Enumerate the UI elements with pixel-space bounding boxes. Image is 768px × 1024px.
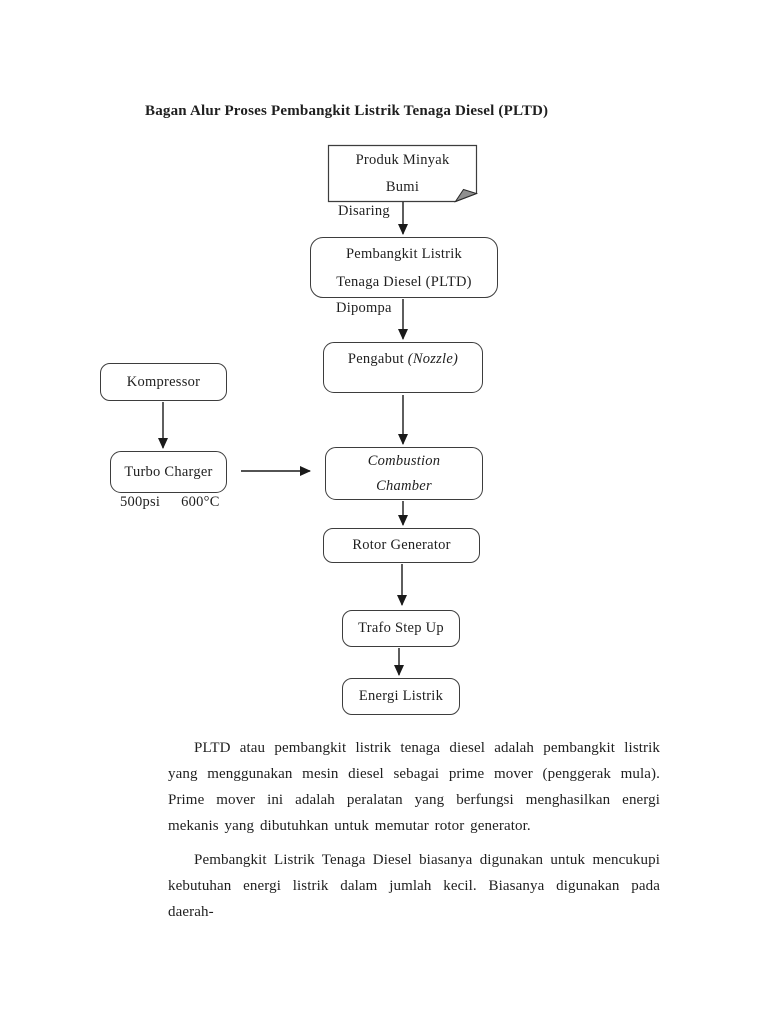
node-kompressor: Kompressor [100, 363, 227, 401]
node-label-line: Rotor Generator [352, 537, 451, 553]
page-title: Bagan Alur Proses Pembangkit Listrik Ten… [145, 103, 549, 119]
node-energi-listrik: Energi Listrik [342, 678, 460, 715]
node-label-line: Energi Listrik [358, 688, 444, 704]
node-combustion-chamber: Combustion Chamber [325, 447, 483, 500]
node-label-text: Pengabut [347, 351, 408, 367]
node-pembangkit-listrik-tenaga-diesel: Pembangkit Listrik Tenaga Diesel (PLTD) [310, 237, 498, 298]
node-trafo-step-up: Trafo Step Up [342, 610, 460, 647]
node-produk-minyak-bumi: Produk Minyak Bumi [328, 145, 477, 202]
edge-label-disaring: Disaring [338, 203, 390, 219]
node-turbo-charger: Turbo Charger [110, 451, 227, 493]
edge-label-dipompa: Dipompa [336, 300, 392, 316]
node-label-line: Bumi [385, 178, 420, 195]
node-label-line: Trafo Step Up [358, 620, 444, 636]
node-label-line: Pembangkit Listrik [345, 245, 463, 262]
turbo-charger-specs: 500psi 600°C [120, 494, 220, 511]
node-label-line: Pengabut (Nozzle) [348, 350, 458, 368]
node-label-italic-text: (Nozzle) [407, 351, 459, 367]
node-label-line: Chamber [376, 477, 432, 494]
spec-pressure: 500psi [120, 494, 161, 510]
node-label-line: Turbo Charger [124, 463, 213, 480]
paragraph-1: PLTD atau pembangkit listrik tenaga dies… [168, 740, 660, 834]
node-label-line: Combustion [367, 452, 441, 469]
paragraph-2: Pembangkit Listrik Tenaga Diesel biasany… [168, 852, 660, 920]
node-label-line: Produk Minyak [355, 151, 450, 168]
node-label-line: Kompressor [126, 373, 201, 390]
node-pengabut-nozzle: Pengabut (Nozzle) [323, 342, 483, 393]
node-label-line: Tenaga Diesel (PLTD) [336, 273, 472, 290]
folded-corner-icon [454, 188, 479, 203]
spec-temperature: 600°C [181, 494, 220, 510]
node-rotor-generator: Rotor Generator [323, 528, 480, 563]
